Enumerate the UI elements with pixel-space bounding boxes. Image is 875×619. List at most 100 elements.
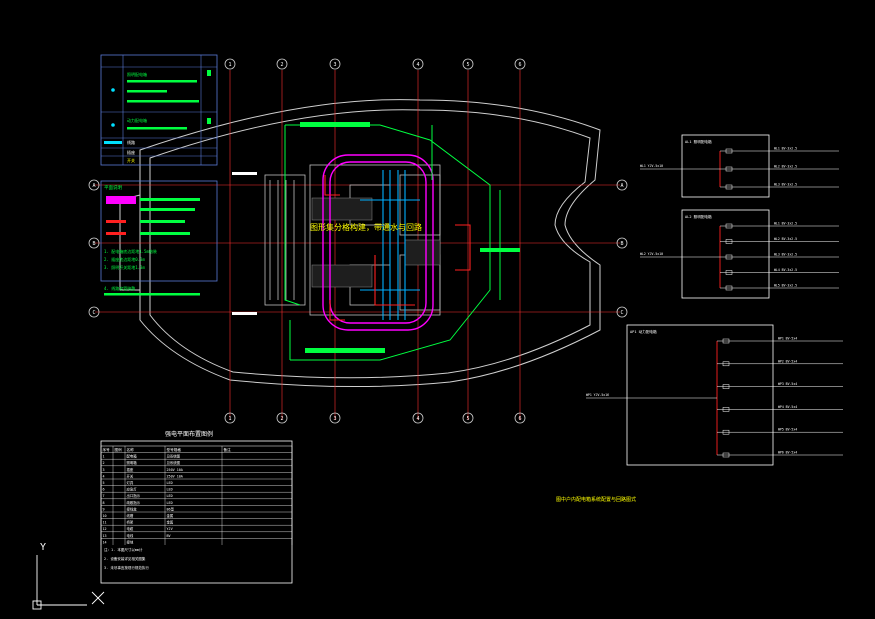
axis-grid [95,70,620,420]
table-cell: 3 [103,468,105,472]
grid-bubbles [88,58,628,424]
notes-line-1: 1. 配电箱底边距地1.5m暗装 [104,248,157,254]
table-cell: LED [167,481,173,485]
grid-label-bottom-6: 6 [518,416,521,422]
breaker-icon [725,239,733,244]
table-cell: 11 [103,521,107,525]
legend-line-icon [104,141,122,144]
table-cell: 线槽 [127,513,134,518]
table-cell: LED [167,494,173,498]
table-cell: 桥架 [127,520,134,525]
breaker-icon [725,166,733,172]
breaker-icon [722,384,730,389]
legend-box: 照明配电箱 动力配电箱 线路 插座 开关 [100,54,218,166]
table-cell: 配电箱 [127,454,138,459]
breaker-icon [725,254,733,260]
grid-label-left-b: B [92,241,95,247]
system-header: AP1 动力配电箱 [630,329,657,334]
core-labels [232,122,520,353]
table-cell: 250V 10A [167,468,183,472]
notes-box: 平面说明 1. 配电箱底边距地1.5m暗装 2. 插座底边距地0.3m 3. 照… [100,180,218,296]
table-cell: 金属 [167,513,174,518]
breaker-icon [725,148,733,154]
table-cell: 应急灯 [127,487,138,492]
legend-row-2: 动力配电箱 [127,117,147,123]
table-header-cell: 序号 [103,447,111,452]
system-caption: 图中户内配电箱系统配置与回路图式 [556,496,636,503]
table-cell: LED [167,501,173,505]
grid-label-left-a: A [92,183,95,189]
grid-label-top-1: 1 [228,62,231,68]
legend-row-3: 线路 [127,139,135,145]
table-cell: 7 [103,494,105,498]
table-cell: 10 [103,514,107,518]
table-cell: 接线盒 [127,506,138,511]
circuit-label: WP3 BV-5x4 [778,382,797,386]
table-cell: 灯具 [127,480,134,485]
grid-bubble-labels: 1 2 3 4 5 6 1 2 3 4 5 6 A B C A B C [92,62,623,422]
legend-row-1: 照明配电箱 [127,71,147,77]
magenta-cable-tray [322,154,434,331]
table-cell: 电缆 [127,526,134,531]
table-cell: 插座 [127,467,134,472]
system-feed: WL2 YJV-5x10 [640,252,663,256]
table-cell: 2 [103,461,105,465]
circuit-label: WL1 BV-3x2.5 [774,147,797,151]
table-cell: YJV [167,527,173,531]
legend-dot-icon [111,88,115,92]
riser-lines [360,170,420,320]
circuit-label: WP6 BV-5x4 [778,451,797,455]
table-cell: 5 [103,481,105,485]
table-header-cell: 名称 [127,447,135,452]
table-cell: 8 [103,501,105,505]
grid-label-bottom-4: 4 [416,416,419,422]
table-cell: LED [167,488,173,492]
table-cell: 见系统图 [167,460,181,465]
breaker-icon [722,338,730,344]
table-cell: 接地 [127,539,134,544]
table-cell: 6 [103,488,105,492]
table-cell: 86型 [167,506,175,511]
grid-label-right-a: A [620,183,623,189]
legend-row-5: 开关 [127,157,135,163]
breaker-icon [722,452,730,458]
circuit-label: WP4 BV-5x4 [778,405,797,409]
table-title: 强电平面布置图例 [165,430,213,438]
circuit-label: WL4 BV-3x2.5 [774,268,797,272]
circuit-label: WL3 BV-3x2.5 [774,183,797,187]
breaker-icon [722,407,730,412]
system-header: AL1 照明配电箱 [685,139,712,144]
red-circuits [324,175,471,321]
breaker-icon [722,429,730,435]
table-cell: 1 [103,455,105,459]
table-header-cell: 图例 [115,447,123,452]
grid-label-bottom-2: 2 [280,416,283,422]
circuit-label: WP2 BV-5x4 [778,359,797,363]
table-cell: 4 [103,474,105,478]
table-cell: 9 [103,507,105,511]
overlay-label: 图形集分格构建，带通水与回路 [310,222,422,232]
circuit-label: WL2 BV-3x2.5 [774,165,797,169]
circuit-label: WP1 BV-5x4 [778,337,797,341]
notes-line-3: 3. 照明开关距地1.3m [104,264,145,270]
table-footnote-3: 3. 未尽事宜按现行规范执行 [104,565,149,570]
grid-label-left-c: C [92,310,95,316]
circuit-label: WL1 BV-3x2.5 [774,222,797,226]
hatch-areas [311,197,441,288]
system-feed: WL1 YJV-5x10 [640,164,663,168]
table-cell: BV [167,534,171,538]
table-header-cell: 型号规格 [167,447,182,452]
system-feed: WP1 YJV-5x16 [586,393,609,397]
ucs-icon [32,555,105,610]
table-cell: 金属 [167,520,174,525]
grid-label-top-4: 4 [416,62,419,68]
grid-label-top-6: 6 [518,62,521,68]
grid-label-top-2: 2 [280,62,283,68]
legend-dot-icon [111,123,115,127]
table-cell: 13 [103,534,107,538]
grid-label-top-5: 5 [466,62,469,68]
